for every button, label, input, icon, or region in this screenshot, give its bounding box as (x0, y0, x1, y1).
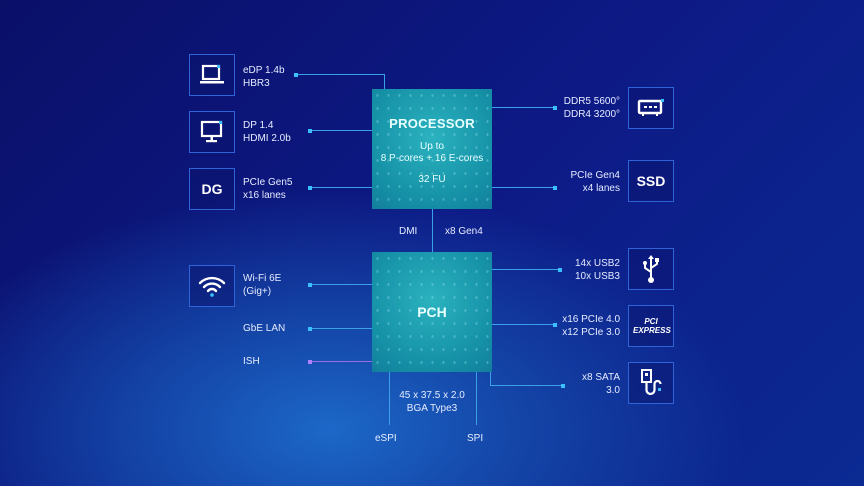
dg-dot (308, 185, 312, 190)
usb-label-1: 14x USB2 (574, 258, 620, 269)
edp-dot (294, 72, 298, 77)
edp-line-v (384, 74, 385, 89)
gbe-dot (308, 326, 312, 331)
pcie-dot (553, 322, 557, 327)
wifi-dot (308, 282, 312, 287)
spi-label: SPI (467, 433, 484, 444)
processor-block: PROCESSOR Up to 8 P-cores + 16 E-cores 3… (372, 89, 492, 209)
dg-line (310, 187, 372, 188)
processor-gpu: 32 FU (418, 174, 446, 185)
ssd-line (492, 187, 553, 188)
dg-label-2: x16 lanes (243, 190, 286, 201)
pch-block: PCH (372, 252, 492, 372)
gbe-line (310, 328, 372, 329)
sata-line (490, 385, 561, 386)
ddr5-label: DDR5 5600° (563, 96, 620, 107)
dp-line (310, 130, 372, 131)
espi-line (389, 372, 390, 425)
ddr4-label: DDR4 3200° (563, 109, 620, 120)
pci-express-logo: PCI EXPRESS (633, 317, 671, 335)
dp-dot (308, 128, 312, 133)
wifi-line (310, 284, 372, 285)
dg-label-1: PCIe Gen5 (243, 177, 293, 188)
usb-label-2: 10x USB3 (574, 271, 620, 282)
pch-package-1: 45 x 37.5 x 2.0 (399, 390, 465, 401)
wifi-label-2: (Gig+) (243, 286, 272, 297)
processor-cores-2: 8 P-cores + 16 E-cores (380, 153, 484, 164)
wifi-icon (189, 265, 235, 307)
ssd-dot (553, 185, 557, 190)
memory-icon (628, 87, 674, 129)
sata-label-2: 3.0 (606, 385, 620, 396)
spi-line (476, 372, 477, 425)
laptop-icon (189, 54, 235, 96)
ddr-line (492, 107, 553, 108)
sata-label-1: x8 SATA (582, 372, 620, 383)
usb-dot (558, 267, 562, 272)
ssd-label-1: PCIe Gen4 (570, 170, 620, 181)
dp-label-1: DP 1.4 (243, 120, 274, 131)
dmi-label: DMI (399, 226, 418, 237)
usb-line (492, 269, 558, 270)
processor-title: PROCESSOR (389, 116, 475, 131)
ddr-dot (553, 105, 557, 110)
usb-icon (628, 248, 674, 290)
sata-icon (628, 362, 674, 404)
pcie-label-1: x16 PCIe 4.0 (562, 314, 620, 325)
edp-label-1: eDP 1.4b (243, 65, 285, 76)
dmi-line (432, 209, 433, 252)
ish-label: ISH (243, 356, 260, 367)
edp-label-2: HBR3 (243, 78, 270, 89)
ssd-label-2: x4 lanes (582, 183, 620, 194)
ish-line (310, 361, 372, 362)
wifi-label-1: Wi-Fi 6E (243, 273, 282, 284)
monitor-icon (189, 111, 235, 153)
pcie-line (492, 324, 553, 325)
pci-express-icon: PCI EXPRESS (628, 305, 674, 347)
processor-cores-1: Up to (420, 141, 444, 152)
dg-icon: DG (189, 168, 235, 210)
pch-title: PCH (417, 304, 447, 320)
espi-label: eSPI (375, 433, 397, 444)
ssd-icon: SSD (628, 160, 674, 202)
sata-line-v (490, 372, 491, 385)
dmi-gen-label: x8 Gen4 (445, 226, 483, 237)
pch-package-2: BGA Type3 (406, 403, 458, 414)
sata-dot (561, 383, 565, 388)
gbe-label: GbE LAN (243, 323, 286, 334)
dp-label-2: HDMI 2.0b (243, 133, 291, 144)
pcie-label-2: x12 PCIe 3.0 (562, 327, 620, 338)
ish-dot (308, 359, 312, 364)
edp-line (296, 74, 384, 75)
